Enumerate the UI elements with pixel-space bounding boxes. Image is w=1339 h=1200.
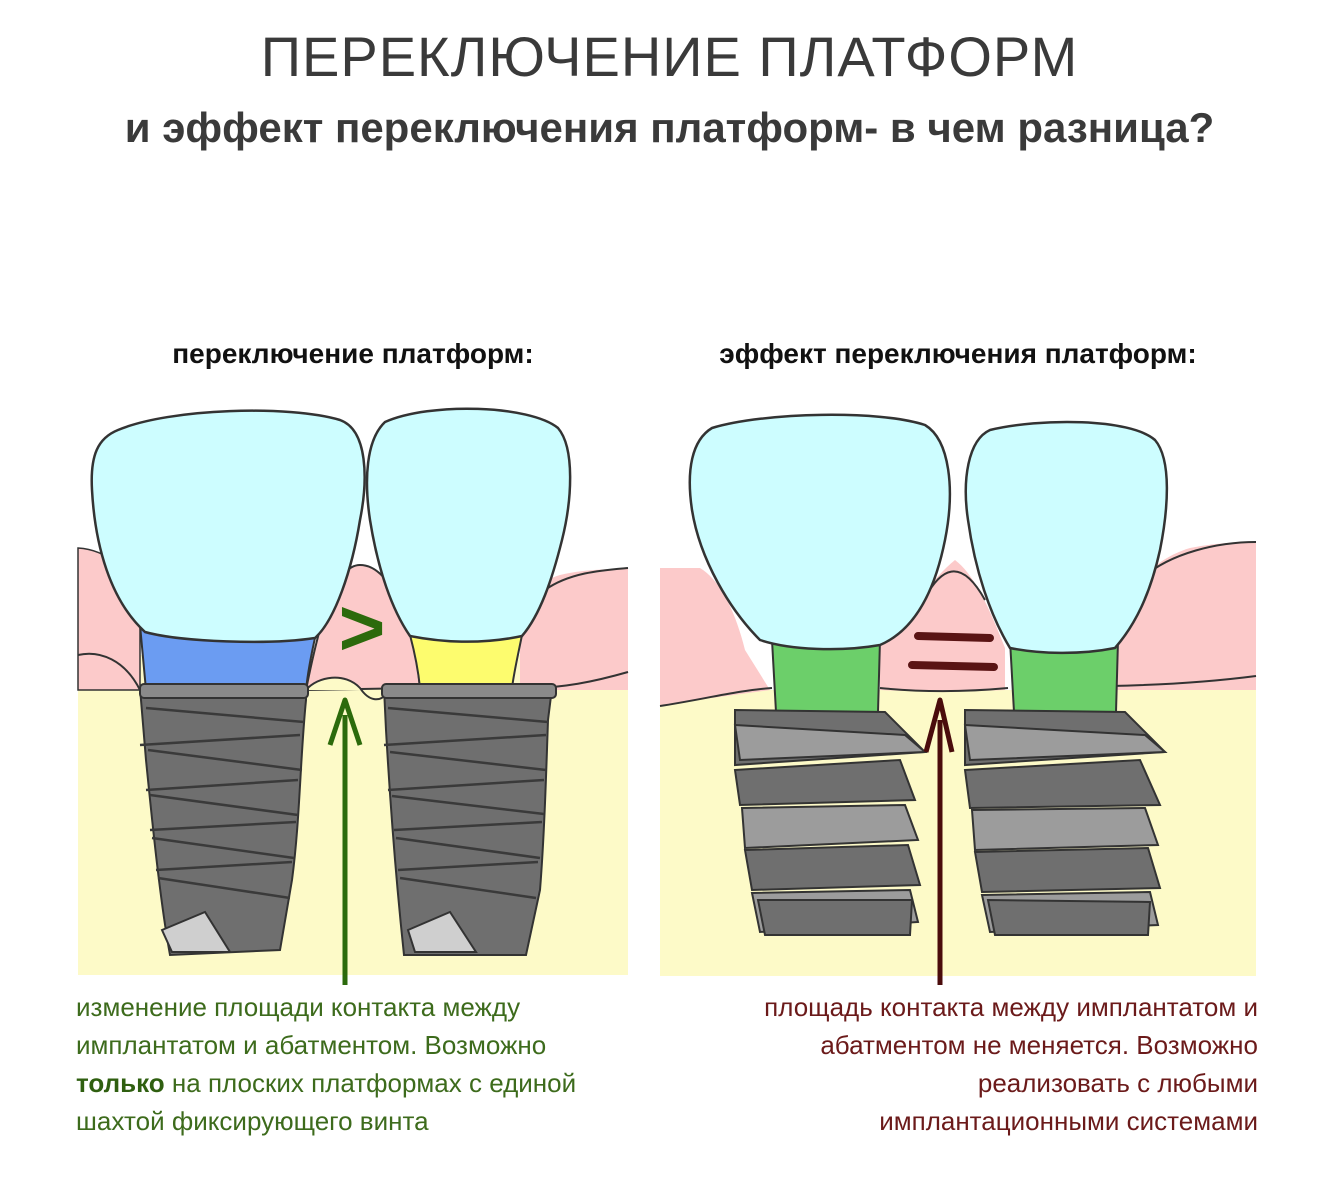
page-subtitle: и эффект переключения платформ- в чем ра… xyxy=(124,104,1215,151)
right-crown-1 xyxy=(688,413,952,651)
left-caption-line-3-rest: на плоских платформах с единой xyxy=(164,1068,577,1098)
right-equals-bar-top xyxy=(914,632,994,642)
right-abutment-green-1 xyxy=(770,639,882,713)
left-comparison-symbol: > xyxy=(339,583,386,672)
left-caption-emphasis: только xyxy=(76,1068,165,1098)
left-arrow-head xyxy=(327,697,363,746)
right-panel-illustration xyxy=(659,413,1257,985)
right-panel-heading: эффект переключения платформ: xyxy=(719,338,1197,369)
right-implant-2 xyxy=(963,708,1168,936)
right-gum-left xyxy=(660,568,770,705)
left-caption: изменение площади контакта между имплант… xyxy=(76,988,636,1140)
left-caption-line-2: имплантатом и абатментом. Возможно xyxy=(76,1030,547,1060)
right-crown-2 xyxy=(964,420,1169,655)
right-gum-papilla xyxy=(880,560,1005,692)
left-caption-line-1: изменение площади контакта между xyxy=(76,992,521,1022)
left-caption-line-3: только на плоских платформах с единой xyxy=(76,1064,636,1102)
left-caption-line-4: шахтой фиксирующего винта xyxy=(76,1106,429,1136)
right-caption-line-3: реализовать с любыми xyxy=(977,1068,1258,1098)
left-crown-1 xyxy=(90,409,366,644)
right-arrow-head xyxy=(923,697,955,753)
right-caption: площадь контакта между имплантатом и аба… xyxy=(660,988,1258,1140)
page-title: ПЕРЕКЛЮЧЕНИЕ ПЛАТФОРМ xyxy=(260,25,1079,88)
right-equals-bar-bottom xyxy=(908,661,998,671)
left-crown-2 xyxy=(365,407,572,643)
right-caption-line-4: имплантационными системами xyxy=(879,1106,1258,1136)
left-panel-illustration: > xyxy=(77,407,629,985)
right-caption-line-1: площадь контакта между имплантатом и xyxy=(764,992,1258,1022)
right-implant-1 xyxy=(733,708,928,936)
left-panel-heading: переключение платформ: xyxy=(172,338,534,369)
left-gum-right xyxy=(520,568,628,690)
right-caption-line-2: абатментом не меняется. Возможно xyxy=(820,1030,1258,1060)
left-implant-2 xyxy=(381,683,557,956)
left-implant-1 xyxy=(138,683,309,957)
